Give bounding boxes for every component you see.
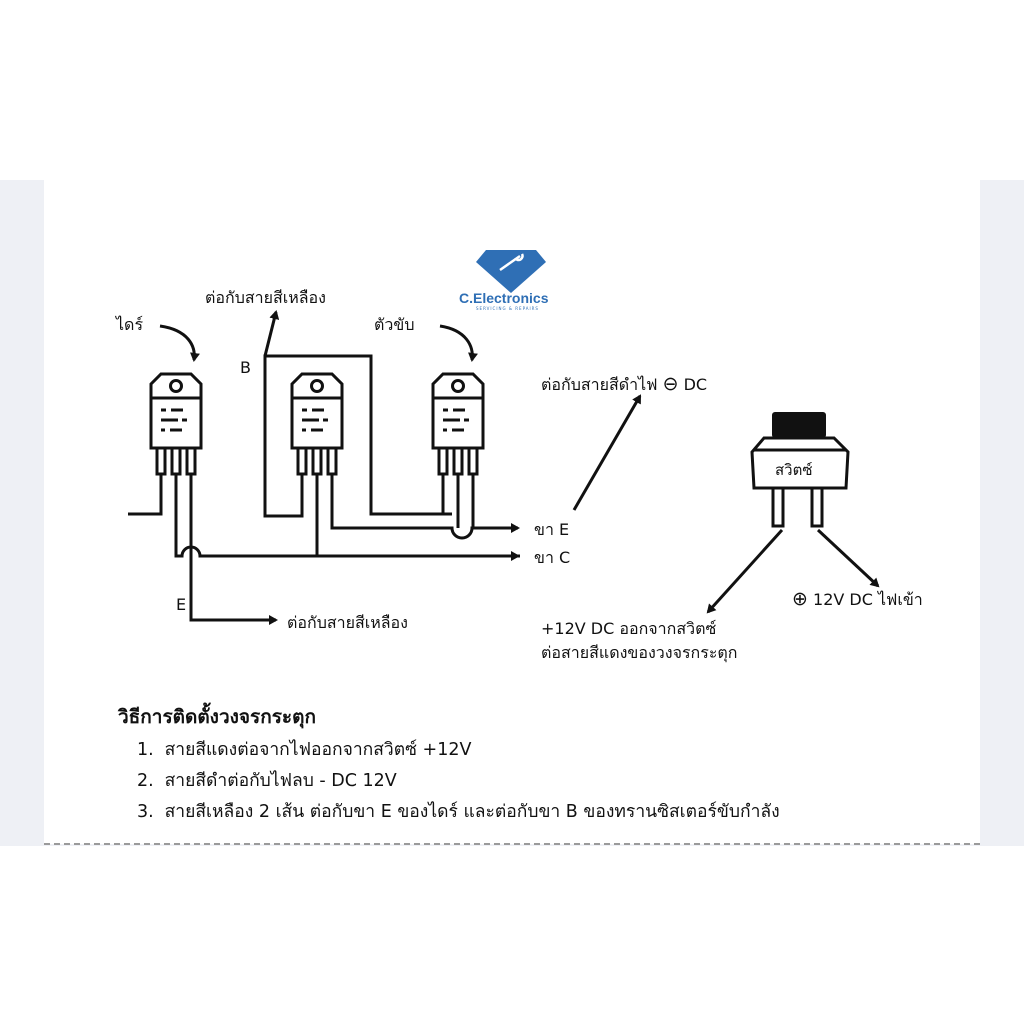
brand-logo-icon — [476, 250, 546, 293]
wires — [128, 310, 642, 625]
driver-power-label: ตัวขับ — [374, 315, 415, 334]
middle-transistor — [290, 372, 344, 476]
instructions-title: วิธีการติดตั้งวงจรกระตุก — [118, 706, 316, 728]
output-line2: ต่อสายสีแดงของวงจรกระตุก — [541, 643, 738, 662]
instruction-step-3: 3. สายสีเหลือง 2 เส้น ต่อกับขา E ของไดร์… — [137, 802, 780, 822]
pin-e-label: E — [176, 595, 187, 614]
input-12v-label: ⊕ 12V DC ไฟเข้า — [792, 588, 923, 610]
leg-c-label: ขา C — [534, 548, 571, 567]
driver-label: ไดร์ — [116, 315, 144, 334]
minus-icon: ⊖ — [662, 373, 679, 395]
brand-name: C.Electronics — [459, 290, 549, 306]
brand-tagline: SERVICING & REPAIRS — [476, 306, 539, 311]
pin-b-label: B — [240, 358, 251, 377]
to-yellow-bottom-label: ต่อกับสายสีเหลือง — [287, 613, 408, 632]
driver-transistor — [149, 372, 203, 476]
instruction-step-1: 1. สายสีแดงต่อจากไฟออกจากสวิตซ์ +12V — [137, 740, 472, 760]
dashed-divider — [44, 843, 980, 845]
output-line1: +12V DC ออกจากสวิตซ์ — [541, 619, 717, 638]
to-yellow-top-label: ต่อกับสายสีเหลือง — [205, 288, 326, 307]
switch-label: สวิตซ์ — [775, 461, 813, 479]
power-transistor — [431, 372, 485, 476]
switch-wires — [706, 528, 880, 614]
plus-icon: ⊕ — [792, 588, 808, 610]
to-black-label: ต่อกับสายสีดำไฟ ⊖ DC — [541, 373, 708, 395]
instruction-step-2: 2. สายสีดำต่อกับไฟลบ - DC 12V — [137, 771, 397, 791]
switch-icon — [750, 412, 850, 528]
leg-e-label: ขา E — [534, 520, 570, 539]
